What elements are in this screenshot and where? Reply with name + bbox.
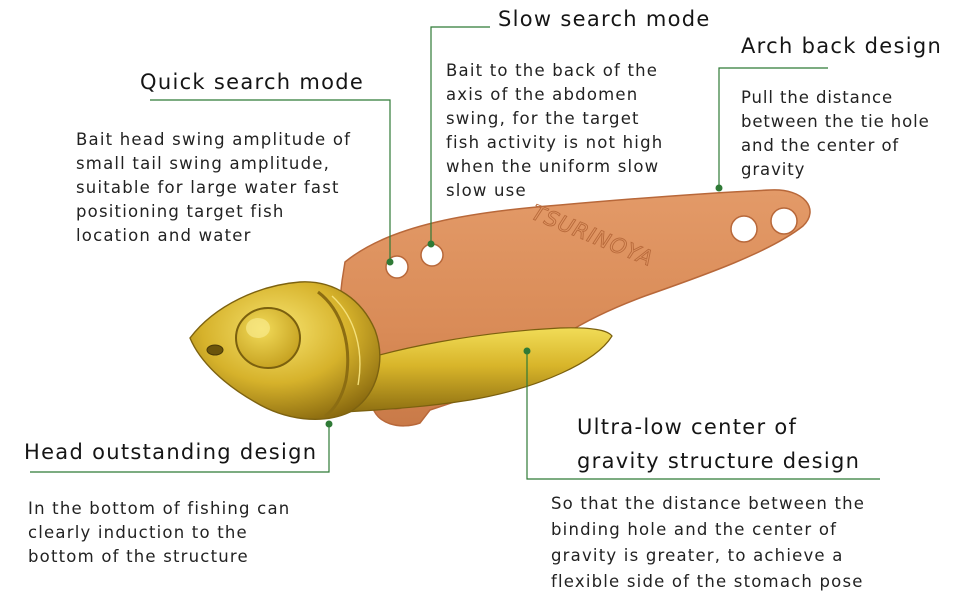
lure-mouth bbox=[206, 344, 224, 356]
slow-search-description: Bait to the back of the axis of the abdo… bbox=[446, 61, 664, 200]
head-outstanding-title: Head outstanding design bbox=[24, 440, 318, 464]
leader-head-outstanding bbox=[30, 424, 330, 473]
head-outstanding-description: In the bottom of fishing can clearly ind… bbox=[28, 499, 291, 566]
slow-search-title: Slow search mode bbox=[498, 7, 711, 31]
lure-gill bbox=[317, 290, 350, 418]
lure-eye bbox=[235, 307, 301, 369]
lure-belly bbox=[339, 327, 613, 413]
leader-arch-back bbox=[718, 67, 828, 188]
ultra-low-description: So that the distance between the binding… bbox=[551, 494, 866, 591]
leader-quick-search bbox=[150, 99, 391, 262]
blade-hole-4 bbox=[770, 207, 798, 235]
arch-back-title: Arch back design bbox=[741, 34, 943, 58]
leader-ultra-low bbox=[526, 351, 880, 480]
blade-hole-3 bbox=[730, 215, 758, 243]
ultra-low-title: Ultra-low center of gravity structure de… bbox=[577, 415, 861, 473]
quick-search-description: Bait head swing amplitude of small tail … bbox=[76, 130, 352, 245]
quick-search-title: Quick search mode bbox=[140, 70, 365, 94]
leader-slow-search bbox=[430, 26, 490, 244]
arch-back-description: Pull the distance between the tie hole a… bbox=[741, 88, 930, 179]
